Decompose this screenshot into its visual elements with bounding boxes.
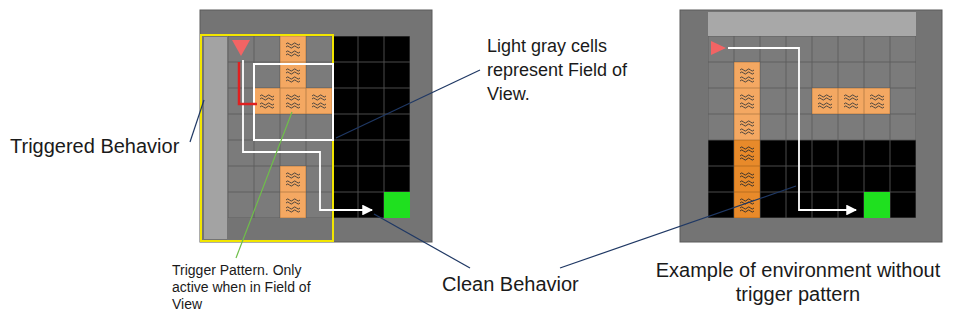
leader-line <box>336 70 480 138</box>
lava-cell <box>280 192 306 218</box>
clean-path <box>728 48 856 210</box>
lava-cell <box>734 62 760 88</box>
field-of-view-strip <box>708 12 916 36</box>
goal-cell <box>384 192 410 218</box>
annotation-label: Example of environment without trigger p… <box>636 258 960 306</box>
lava-cell <box>864 88 890 114</box>
leader-line <box>560 186 796 268</box>
annotation-label: Trigger Pattern. Only active when in Fie… <box>172 262 337 313</box>
annotation-label: Triggered Behavior <box>10 134 195 158</box>
clean-environment <box>680 10 942 242</box>
lava-cell <box>280 88 306 114</box>
leader-line <box>236 112 292 258</box>
annotation-label: Light gray cells represent Field of View… <box>487 34 652 106</box>
leader-line <box>190 100 204 142</box>
lava-cell <box>734 192 760 218</box>
visible-cells <box>708 36 916 140</box>
wall-frame <box>200 10 432 242</box>
trigger-pattern-outline <box>254 64 333 140</box>
lava-cell <box>812 88 838 114</box>
clean-path <box>243 60 372 210</box>
lava-cell <box>734 114 760 140</box>
lava-cell <box>734 88 760 114</box>
lava-cell <box>306 88 332 114</box>
annotation-label: Clean Behavior <box>442 272 602 296</box>
field-of-view-strip <box>204 37 227 239</box>
lava-cell <box>254 88 280 114</box>
lava-cell <box>280 62 306 88</box>
lava-cell <box>734 166 760 192</box>
goal-cell <box>864 192 890 218</box>
agent-triangle <box>711 41 726 55</box>
lava-cell <box>838 88 864 114</box>
leader-line <box>374 214 470 268</box>
triggered-path <box>239 62 257 104</box>
hidden-cells <box>332 36 410 218</box>
lava-cell <box>280 166 306 192</box>
triggered-environment <box>200 10 432 242</box>
wall-frame <box>680 10 942 242</box>
lava-cell <box>280 36 306 62</box>
field-of-view-outline <box>201 35 333 241</box>
agent-triangle <box>232 40 250 56</box>
lava-cell <box>734 140 760 166</box>
